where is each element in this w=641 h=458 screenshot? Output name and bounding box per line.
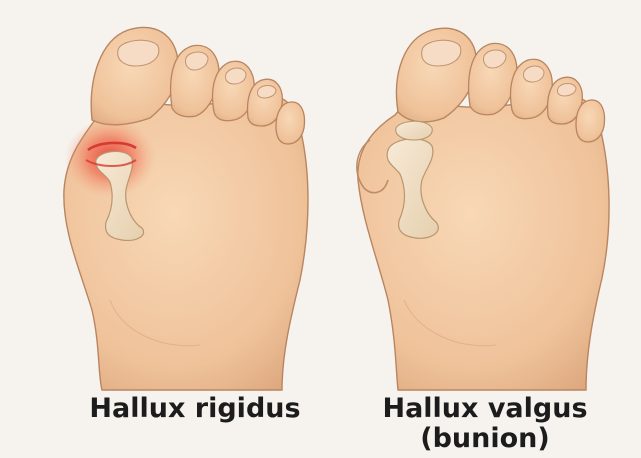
right-toe-5 [576,100,605,142]
left-toe-3-nail [225,68,246,84]
left-toe-5 [276,102,305,144]
right-toe-3-nail [523,66,544,82]
caption-hallux-valgus: Hallux valgus (bunion) [350,394,620,454]
right-foot [357,28,609,390]
caption-hallux-valgus-line1: Hallux valgus [350,394,620,424]
left-foot [64,27,308,390]
caption-hallux-valgus-line2: (bunion) [350,424,620,454]
caption-hallux-rigidus: Hallux rigidus [60,394,330,424]
right-phalanx-bone [396,121,433,140]
